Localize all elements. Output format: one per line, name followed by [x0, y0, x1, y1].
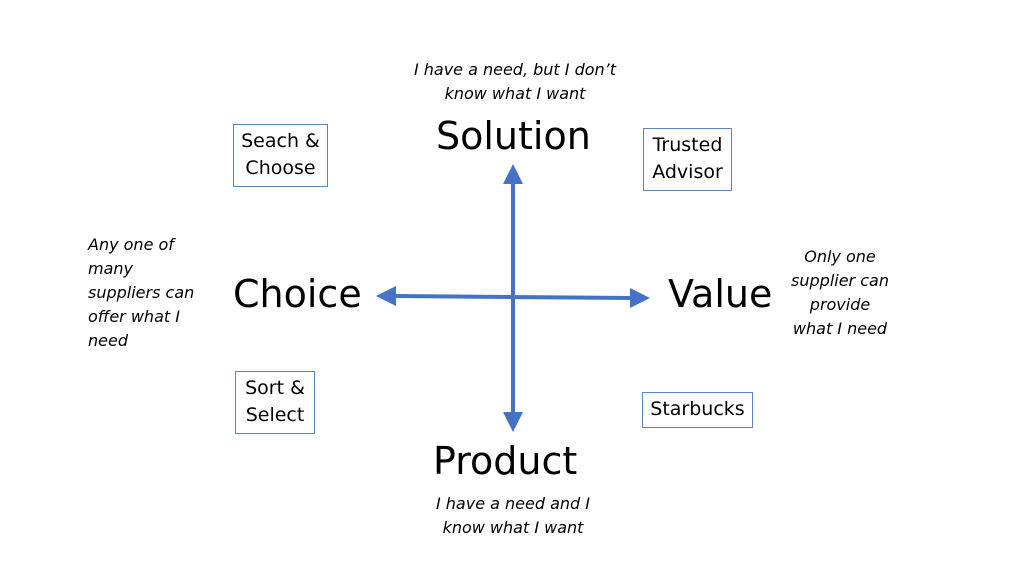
axis-label-product: Product — [433, 439, 578, 483]
quadrant-box-seach-choose: Seach & Choose — [233, 124, 328, 187]
quadrant-box-sort-select: Sort & Select — [235, 371, 315, 434]
note-value: Only one supplier can provide what I nee… — [791, 247, 889, 338]
arrowhead-down — [503, 412, 523, 432]
note-choice: Any one of many suppliers can offer what… — [88, 235, 195, 350]
axis-label-solution: Solution — [436, 114, 591, 158]
axis-label-choice: Choice — [233, 272, 362, 316]
axis-label-value: Value — [668, 272, 773, 316]
arrowhead-up — [503, 164, 523, 184]
arrowhead-right — [630, 288, 650, 308]
quadrant-box-starbucks: Starbucks — [642, 392, 753, 428]
horizontal-axis-line — [393, 294, 633, 300]
quadrant-box-trusted-advisor: Trusted Advisor — [643, 128, 732, 191]
note-solution: I have a need, but I don’t know what I w… — [413, 60, 617, 103]
note-product: I have a need and I know what I want — [435, 494, 590, 537]
arrowhead-left — [376, 286, 396, 306]
